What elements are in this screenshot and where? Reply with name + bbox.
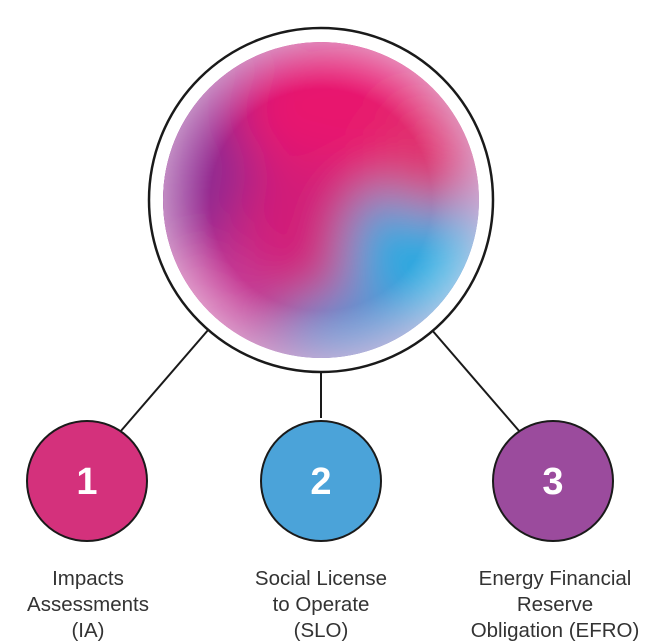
node-1: 1 (26, 420, 148, 542)
node-3-label: Energy Financial Reserve Obligation (EFR… (470, 567, 640, 642)
node-3-circle (492, 420, 614, 542)
node-3-number: 3 (542, 461, 563, 503)
node-1-circle (26, 420, 148, 542)
node-2: 2 (260, 420, 382, 542)
node-1-number: 1 (76, 461, 97, 503)
node-2-label: Social License to Operate (SLO) (254, 567, 388, 642)
hub-circle (147, 26, 495, 374)
node-2-number: 2 (310, 461, 331, 503)
node-2-circle (260, 420, 382, 542)
node-1-label: Impacts Assessments (IA) (27, 567, 149, 642)
node-3: 3 (492, 420, 614, 542)
connector-line-3 (424, 321, 521, 433)
connector-line-1 (119, 321, 216, 433)
